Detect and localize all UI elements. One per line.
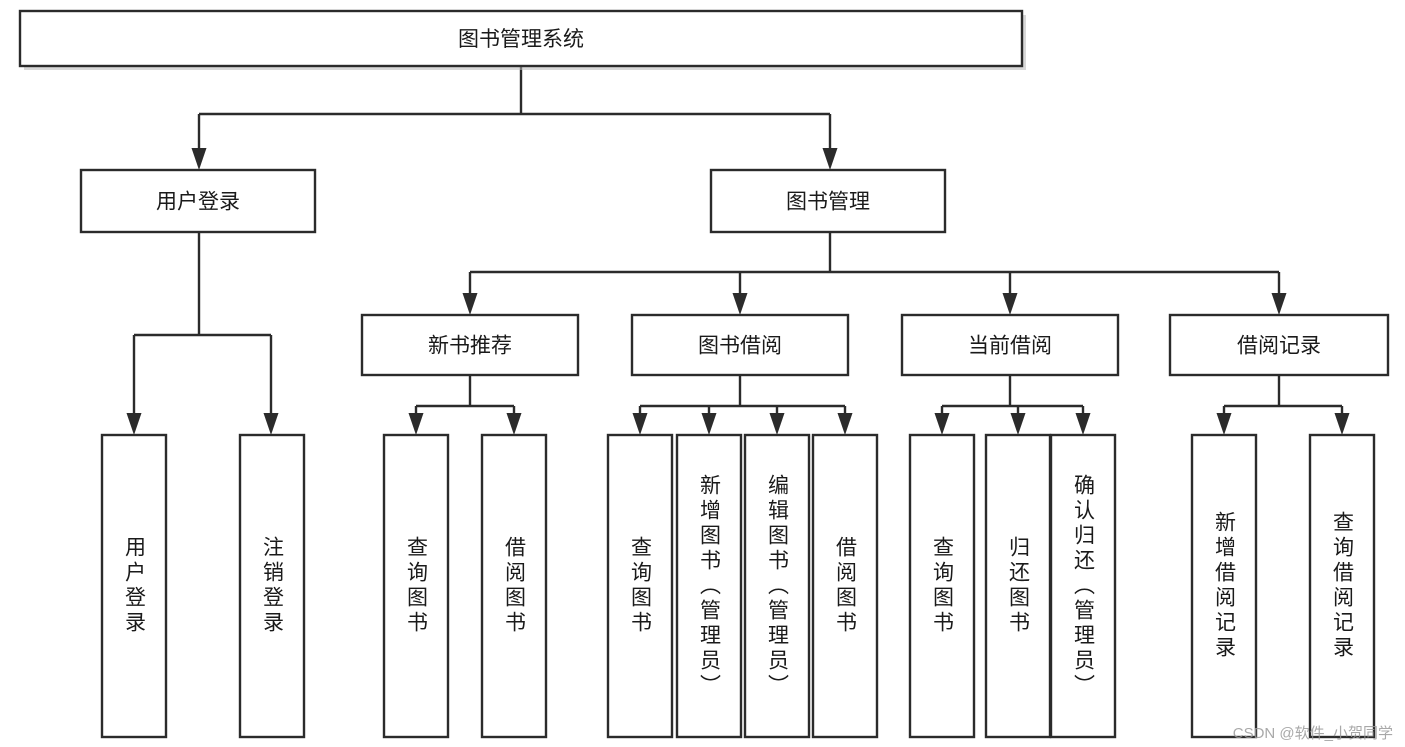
root-arrow-1-head	[822, 148, 838, 170]
node-leaf-borrow-book-rec-box[interactable]	[480, 433, 548, 739]
node-leaf-borrow-book-box[interactable]	[811, 433, 879, 739]
root-node-box[interactable]	[18, 9, 1024, 68]
node-user-login-box[interactable]	[79, 168, 317, 234]
grp-borrow-record-arrow-0-head	[1216, 413, 1232, 435]
book-manage-arrow-1-head	[732, 293, 748, 315]
node-new-book-rec-label: 新书推荐	[428, 335, 512, 358]
node-borrow-record-label: 借阅记录	[1237, 335, 1321, 358]
node-book-manage-label: 图书管理	[786, 191, 870, 214]
book-manage-arrow-3-head	[1271, 293, 1287, 315]
node-leaf-add-book-box[interactable]	[675, 433, 743, 739]
node-leaf-edit-book-box[interactable]	[743, 433, 811, 739]
grp-new-book-rec-arrow-0-head	[408, 413, 424, 435]
grp-new-book-rec-arrow-1-head	[506, 413, 522, 435]
node-leaf-query-record-box[interactable]	[1308, 433, 1376, 739]
grp-book-borrow-arrow-0-head	[632, 413, 648, 435]
grp-book-borrow-arrow-3-head	[837, 413, 853, 435]
node-book-borrow-label: 图书借阅	[698, 335, 782, 358]
node-leaf-query-book-box[interactable]	[606, 433, 674, 739]
node-new-book-rec-box[interactable]	[360, 313, 580, 377]
node-book-manage-box[interactable]	[709, 168, 947, 234]
node-current-borrow-box[interactable]	[900, 313, 1120, 377]
grp-current-borrow-arrow-0-head	[934, 413, 950, 435]
node-leaf-query-book-cur-box[interactable]	[908, 433, 976, 739]
grp-current-borrow-arrow-2-head	[1075, 413, 1091, 435]
grp-book-borrow-arrow-1-head	[701, 413, 717, 435]
node-leaf-confirm-return-box[interactable]	[1049, 433, 1117, 739]
node-leaf-user-logout-box[interactable]	[238, 433, 306, 739]
node-leaf-query-book-rec-box[interactable]	[382, 433, 450, 739]
grp-borrow-record-arrow-1-head	[1334, 413, 1350, 435]
watermark-text: CSDN @软件_小贺同学	[1232, 725, 1393, 742]
connector-layer	[126, 66, 1350, 435]
grp-current-borrow-arrow-1-head	[1010, 413, 1026, 435]
user-login-arrow-0-head	[126, 413, 142, 435]
node-user-login-label: 用户登录	[156, 191, 240, 214]
node-borrow-record-box[interactable]	[1168, 313, 1390, 377]
book-manage-arrow-2-head	[1002, 293, 1018, 315]
root-node-label: 图书管理系统	[458, 28, 584, 51]
node-current-borrow-label: 当前借阅	[968, 335, 1052, 358]
node-book-borrow-box[interactable]	[630, 313, 850, 377]
node-leaf-user-login-box[interactable]	[100, 433, 168, 739]
node-leaf-return-book-box[interactable]	[984, 433, 1052, 739]
user-login-arrow-1-head	[263, 413, 279, 435]
node-leaf-add-record-box[interactable]	[1190, 433, 1258, 739]
grp-book-borrow-arrow-2-head	[769, 413, 785, 435]
root-arrow-0-head	[191, 148, 207, 170]
book-manage-arrow-0-head	[462, 293, 478, 315]
node-box-layer	[18, 9, 1390, 739]
